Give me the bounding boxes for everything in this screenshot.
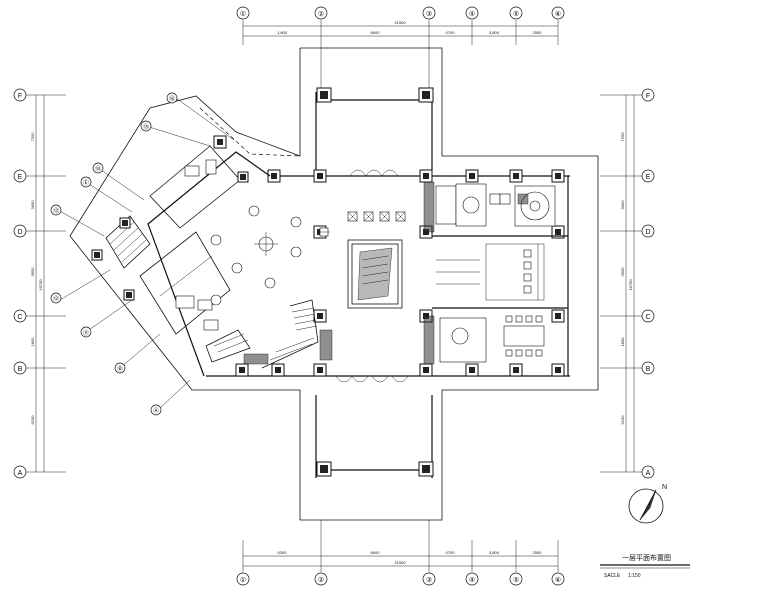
dim-bottom-span: 6600 (371, 550, 381, 555)
dim-left-span: 3600 (30, 200, 35, 210)
grid-col-label: ⑤ (513, 10, 519, 18)
dim-top-total: 21500 (394, 20, 406, 25)
dim-bottom-span: 4700 (446, 550, 456, 555)
right-grid-rows: F E D C B A 7250 3600 19700 3900 1800 91… (600, 88, 655, 479)
grid-col-label: ③ (426, 10, 432, 18)
diag-axis-label: ⑬ (53, 207, 59, 215)
dim-top-span: 2550 (533, 30, 543, 35)
dim-top-span: 3,800 (489, 30, 500, 35)
dim-right-span: 1800 (620, 337, 625, 347)
grid-row-label-circled: Ⓔ (83, 179, 89, 187)
diag-axis-label: ⑫ (53, 295, 59, 303)
grid-col-label: ① (240, 576, 246, 584)
dim-right-total: 19700 (628, 279, 633, 291)
grid-row-label: D (645, 229, 650, 236)
grid-row-label: A (18, 470, 23, 477)
grid-col-label: ④ (469, 10, 475, 18)
grid-col-label: ⑤ (513, 576, 519, 584)
dim-left-span: 1800 (30, 337, 35, 347)
left-grid-rows: F E D C B A 7250 3600 19700 3900 1800 91… (13, 88, 66, 479)
dim-bottom-span: 2550 (533, 550, 543, 555)
dining-tables (210, 205, 302, 306)
dim-left-span: 9150 (30, 415, 35, 425)
diag-axis-label: ⑪ (83, 329, 89, 337)
diag-axis-label: ⑯ (169, 95, 175, 103)
grid-row-label: F (646, 93, 650, 100)
north-arrow-label: N (662, 484, 667, 491)
grid-row-label: E (646, 174, 651, 181)
grid-row-label: D (17, 229, 22, 236)
scale-value: 1:150 (628, 573, 641, 579)
dim-left-span: 7250 (30, 132, 35, 142)
grid-row-label-circled: Ⓐ (153, 407, 159, 415)
dim-bottom-span: 3,800 (489, 550, 500, 555)
grid-row-label: C (17, 314, 22, 321)
grid-row-label: B (646, 366, 651, 373)
main-hall (206, 169, 570, 383)
dim-top-span: 6600 (371, 30, 381, 35)
left-wing: ⑯ ⑮ ⑭ Ⓔ ⑬ ⑫ ⑪ Ⓑ Ⓐ (50, 92, 333, 416)
dim-right-span: 3600 (620, 200, 625, 210)
grid-row-label: E (18, 174, 23, 181)
dim-left-total: 19700 (38, 279, 43, 291)
dim-right-span: 3900 (620, 267, 625, 277)
north-wing (315, 87, 434, 170)
dim-top-span: 1,800 (277, 30, 288, 35)
dim-top-span: 4700 (446, 30, 456, 35)
grid-col-label: ③ (426, 576, 432, 584)
south-wing (315, 395, 434, 478)
grid-col-label: ⑥ (555, 10, 561, 18)
dim-left-span: 3900 (30, 267, 35, 277)
grid-col-label: ② (318, 576, 324, 584)
grid-row-label: A (646, 470, 651, 477)
top-grid-columns: ① ② ③ ④ ⑤ ⑥ 21500 1,800 6600 4700 3,800 … (236, 6, 565, 100)
dim-bottom-total: 21500 (394, 560, 406, 565)
grid-row-label: C (645, 314, 650, 321)
grid-row-label: B (18, 366, 23, 373)
grid-row-label-circled: Ⓑ (117, 365, 123, 373)
grid-col-label: ⑥ (555, 576, 561, 584)
diag-axis-label: ⑮ (143, 123, 149, 131)
grid-col-label: ② (318, 10, 324, 18)
north-arrow: N (628, 484, 667, 524)
outer-boundary (69, 47, 599, 521)
diag-axis-label: ⑭ (95, 165, 101, 173)
dim-right-span: 9150 (620, 415, 625, 425)
grid-col-label: ① (240, 10, 246, 18)
grid-row-label: F (18, 93, 22, 100)
dim-bottom-span: 5300 (278, 550, 288, 555)
bottom-grid-columns: 5300 6600 4700 3,800 2550 21500 ① ② ③ ④ … (236, 520, 565, 586)
drawing-title: 一层平面布置图 (622, 553, 671, 562)
right-rooms (423, 181, 568, 365)
title-block: 一层平面布置图 SACLE 1:150 (600, 553, 690, 579)
scale-label: SACLE (604, 573, 621, 579)
dim-right-span: 7250 (620, 132, 625, 142)
grid-col-label: ④ (469, 576, 475, 584)
